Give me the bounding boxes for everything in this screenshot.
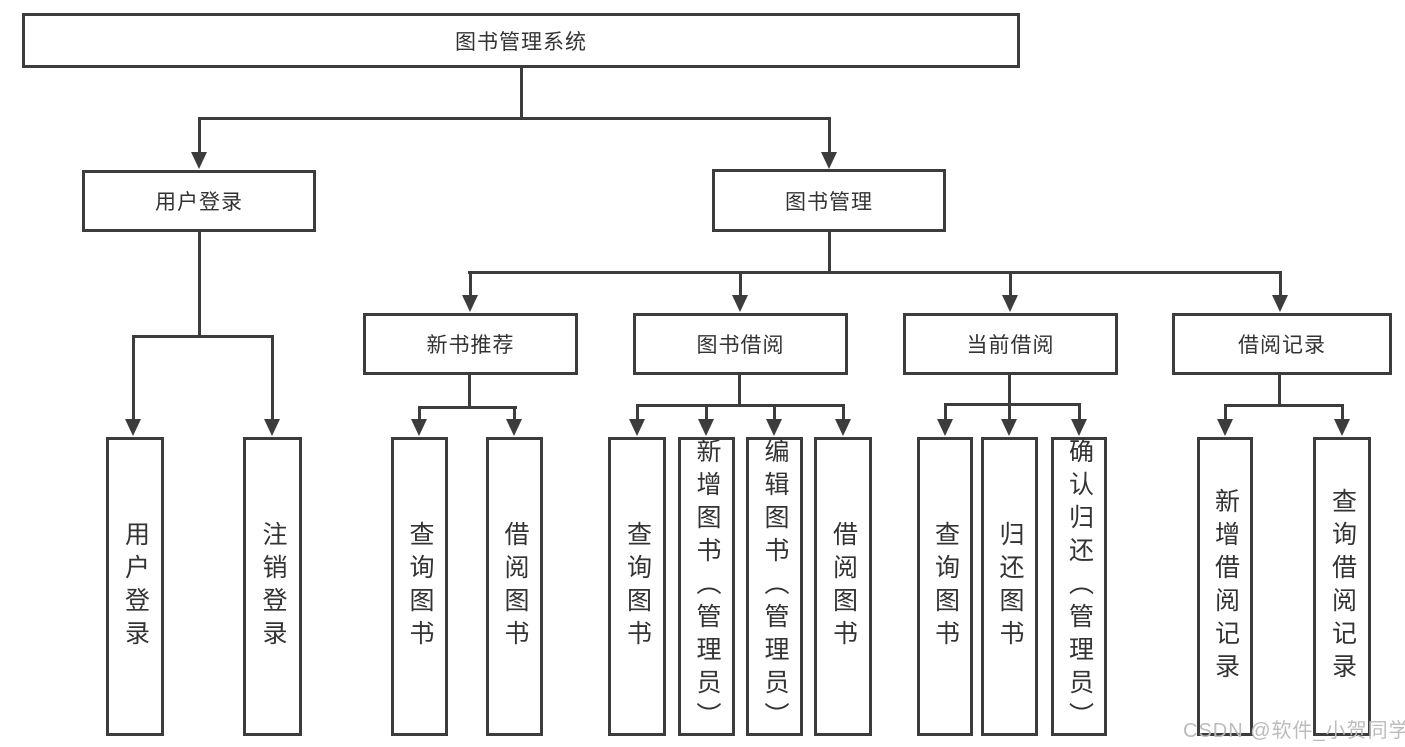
leaf-label: 借阅图书 (501, 520, 529, 653)
connector-to-leaf-user-login (132, 335, 135, 421)
connector-book-mgmt-stem (828, 231, 831, 273)
connector-book-mgmt-branch (468, 271, 1282, 274)
connector-to-nbr-borrow (513, 406, 516, 421)
connector-br-stem (1278, 374, 1281, 406)
leaf-label: 查询图书 (623, 520, 652, 653)
node-user-login: 用户登录 (82, 170, 316, 232)
connector-to-leaf-logout (271, 335, 274, 421)
connector-to-nbr-query (418, 406, 421, 421)
leaf-bb-query-books: 查询图书 (608, 437, 666, 736)
connector-to-bb-borrow (842, 404, 845, 421)
connector-to-new-book-recommend (469, 271, 472, 299)
leaf-bb-add-books-admin: 新增图书（管理员） (678, 437, 735, 736)
leaf-br-add-record: 新增借阅记录 (1197, 437, 1253, 736)
leaf-label: 新增图书（管理员） (693, 438, 721, 735)
connector-to-br-query (1341, 404, 1344, 421)
arrow-down-icon (1334, 419, 1350, 436)
arrow-down-icon (1071, 419, 1087, 436)
connector-nbr-stem (468, 374, 471, 408)
arrow-down-icon (766, 419, 782, 436)
connector-to-borrow-records (1279, 271, 1282, 299)
arrow-down-icon (821, 152, 837, 169)
connector-cb-branch (944, 403, 1081, 406)
connector-to-br-add (1224, 404, 1227, 421)
node-borrow-records: 借阅记录 (1172, 313, 1392, 375)
leaf-cb-return-books: 归还图书 (981, 437, 1038, 736)
connector-to-cb-query (944, 403, 947, 421)
leaf-label: 编辑图书（管理员） (761, 438, 789, 735)
arrow-down-icon (506, 419, 522, 436)
arrow-down-icon (698, 419, 714, 436)
connector-to-bb-add (705, 404, 708, 421)
leaf-label: 借阅图书 (829, 520, 858, 653)
leaf-bb-borrow-books: 借阅图书 (814, 437, 872, 736)
arrow-down-icon (1002, 295, 1018, 312)
arrow-down-icon (629, 419, 645, 436)
connector-user-login-branch (132, 335, 274, 338)
connector-to-bb-query (636, 404, 639, 421)
connector-to-book-management (828, 117, 831, 155)
connector-br-branch (1224, 404, 1344, 407)
node-library-management-system: 图书管理系统 (22, 13, 1020, 68)
connector-root-branch (198, 117, 831, 120)
arrow-down-icon (411, 419, 427, 436)
leaf-bb-edit-books-admin: 编辑图书（管理员） (746, 437, 803, 736)
arrow-down-icon (125, 419, 141, 436)
leaf-br-query-record: 查询借阅记录 (1313, 437, 1371, 736)
leaf-nbr-query-books: 查询图书 (391, 437, 448, 736)
connector-root-stem (520, 67, 523, 118)
leaf-cb-query-books: 查询图书 (917, 437, 973, 736)
watermark: CSDN @软件_小贺同学 (1183, 720, 1405, 742)
connector-user-login-stem (198, 231, 201, 337)
arrow-down-icon (264, 419, 280, 436)
arrow-down-icon (937, 419, 953, 436)
leaf-label: 归还图书 (996, 520, 1024, 653)
arrow-down-icon (1001, 419, 1017, 436)
arrow-down-icon (732, 295, 748, 312)
connector-cb-stem (1008, 374, 1011, 405)
arrow-down-icon (835, 419, 851, 436)
arrow-down-icon (191, 152, 207, 169)
connector-bb-stem (738, 374, 741, 406)
leaf-cb-confirm-return-admin: 确认归还（管理员） (1051, 437, 1107, 736)
arrow-down-icon (1272, 295, 1288, 312)
arrow-down-icon (1217, 419, 1233, 436)
leaf-label: 确认归还（管理员） (1065, 438, 1094, 735)
node-current-borrow: 当前借阅 (903, 313, 1118, 375)
connector-to-current-borrow (1009, 271, 1012, 299)
node-new-book-recommend: 新书推荐 (363, 313, 578, 375)
connector-bb-branch (636, 404, 845, 407)
connector-to-cb-confirm (1078, 403, 1081, 421)
node-book-management: 图书管理 (712, 169, 946, 232)
leaf-label: 查询借阅记录 (1328, 487, 1357, 686)
arrow-down-icon (462, 295, 478, 312)
connector-to-user-login (198, 117, 201, 155)
leaf-label: 查询图书 (406, 520, 434, 653)
connector-to-bb-edit (773, 404, 776, 421)
leaf-label: 查询图书 (931, 520, 960, 653)
connector-to-book-borrow (739, 271, 742, 299)
leaf-logout: 注销登录 (243, 437, 302, 736)
leaf-user-login: 用户登录 (106, 437, 164, 736)
leaf-label: 注销登录 (259, 520, 287, 653)
leaf-nbr-borrow-books: 借阅图书 (486, 437, 543, 736)
connector-nbr-branch (418, 406, 517, 409)
leaf-label: 新增借阅记录 (1211, 487, 1240, 686)
connector-to-cb-return (1008, 403, 1011, 421)
leaf-label: 用户登录 (121, 520, 150, 653)
node-book-borrow: 图书借阅 (633, 313, 848, 375)
